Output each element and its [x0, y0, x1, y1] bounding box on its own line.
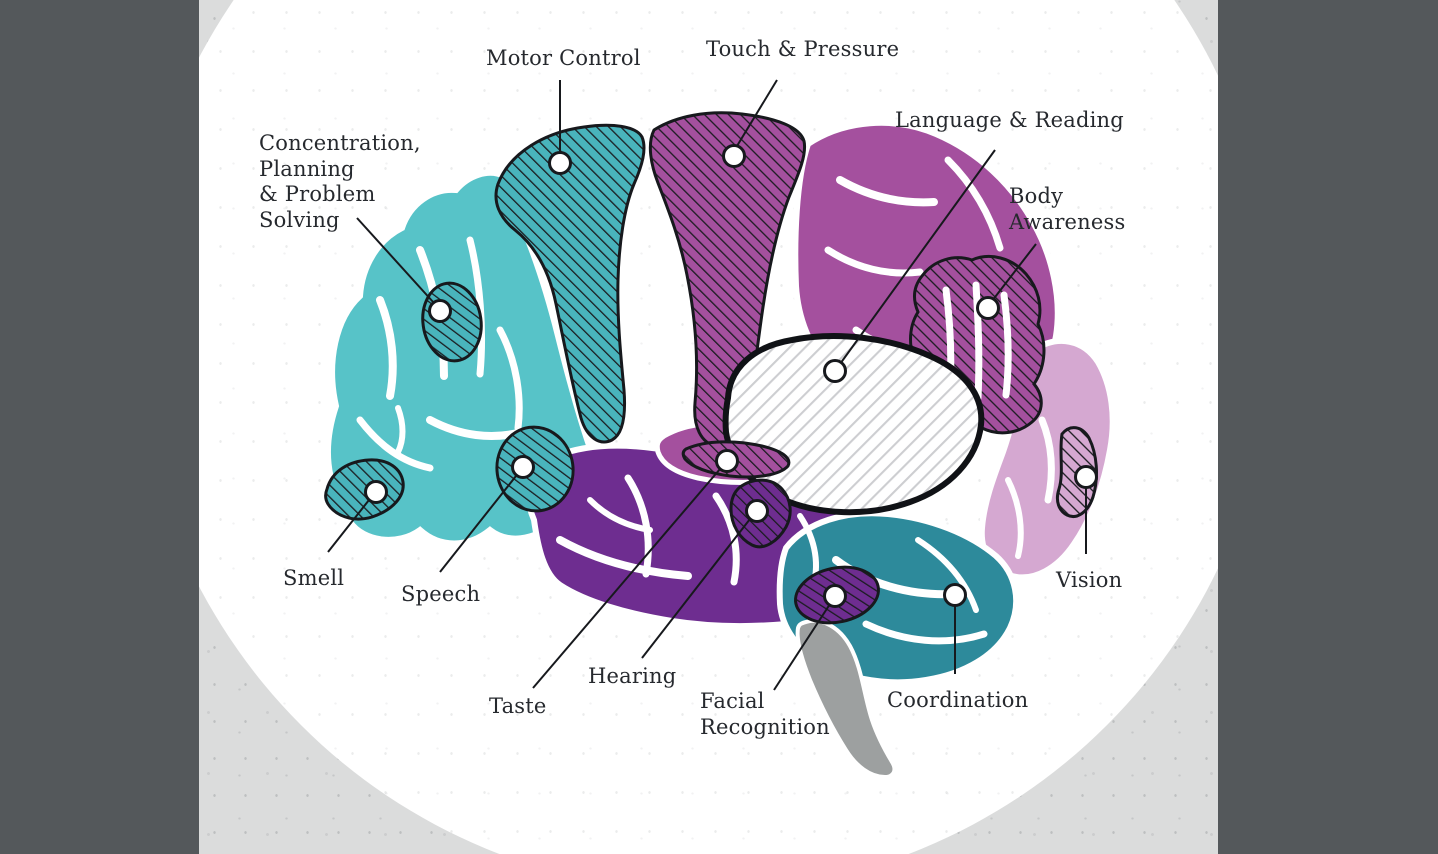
- label-vision: Vision: [1056, 568, 1123, 592]
- callout-line-concentration: [356, 217, 435, 304]
- label-body-awareness: Body Awareness: [1009, 184, 1126, 234]
- callout-line-language: [839, 149, 996, 365]
- callout-line-smell: [327, 499, 370, 553]
- callout-dot-coordination: [943, 583, 967, 607]
- callout-dot-speech: [511, 455, 535, 479]
- callout-dots: [364, 144, 1098, 608]
- callout-dot-vision: [1074, 465, 1098, 489]
- viewer-gutter-right: [1218, 0, 1438, 854]
- callout-line-body-awareness: [991, 243, 1037, 302]
- callout-dot-hearing: [745, 499, 769, 523]
- callout-dot-body-awareness: [976, 296, 1000, 320]
- callout-dot-language: [823, 359, 847, 383]
- callout-line-speech: [439, 475, 517, 573]
- label-coordination: Coordination: [887, 688, 1029, 712]
- callout-line-hearing: [641, 518, 751, 659]
- label-smell: Smell: [283, 566, 345, 590]
- callout-dot-touch: [722, 144, 746, 168]
- callout-lines: [327, 79, 1087, 691]
- callout-line-facial: [773, 603, 831, 691]
- label-speech: Speech: [401, 582, 481, 606]
- callout-dot-taste: [715, 449, 739, 473]
- viewer-gutter-left: [0, 0, 199, 854]
- label-concentration: Concentration, Planning & Problem Solvin…: [259, 131, 421, 232]
- label-hearing: Hearing: [588, 664, 677, 688]
- callout-dot-facial: [823, 584, 847, 608]
- callout-dot-motor: [548, 151, 572, 175]
- callout-dot-smell: [364, 480, 388, 504]
- callout-dot-concentration: [428, 299, 452, 323]
- label-facial-recognition: Facial Recognition: [700, 689, 830, 739]
- label-touch-pressure: Touch & Pressure: [706, 37, 900, 61]
- callout-line-touch: [736, 79, 778, 147]
- label-taste: Taste: [489, 694, 547, 718]
- label-motor-control: Motor Control: [486, 46, 641, 70]
- callout-line-taste: [532, 468, 721, 689]
- label-language-reading: Language & Reading: [895, 108, 1124, 132]
